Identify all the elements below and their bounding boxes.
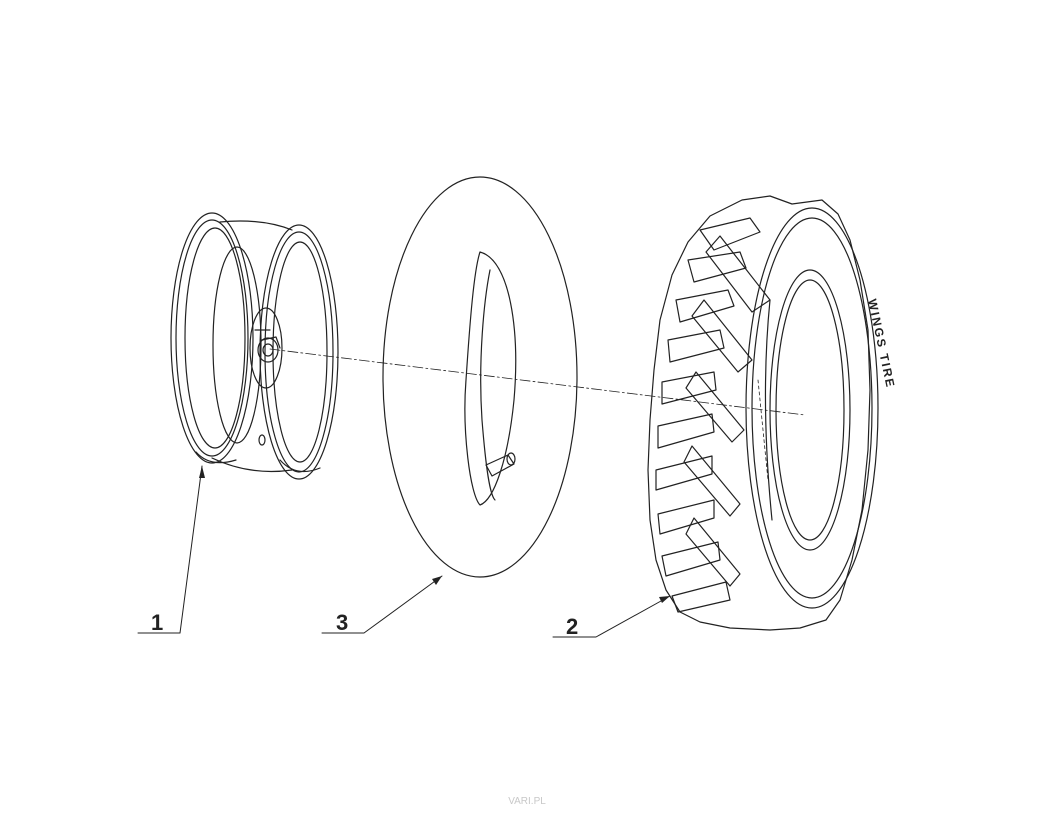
callout-rim: 1 bbox=[151, 610, 164, 635]
leader-line-2 bbox=[552, 595, 671, 638]
tractor-tire: WINGS TIRE bbox=[647, 195, 898, 631]
callout-tire: 2 bbox=[566, 614, 579, 639]
callout-inner-tube: 3 bbox=[336, 610, 349, 635]
leader-line-3 bbox=[321, 575, 443, 634]
watermark: VARI.PL bbox=[508, 796, 546, 807]
inner-tube bbox=[382, 176, 578, 578]
center-axis-line bbox=[269, 348, 806, 416]
arrowheads bbox=[199, 466, 670, 603]
leader-line-1 bbox=[137, 465, 203, 634]
leader-lines bbox=[137, 465, 671, 638]
wheel-rim bbox=[170, 212, 339, 480]
